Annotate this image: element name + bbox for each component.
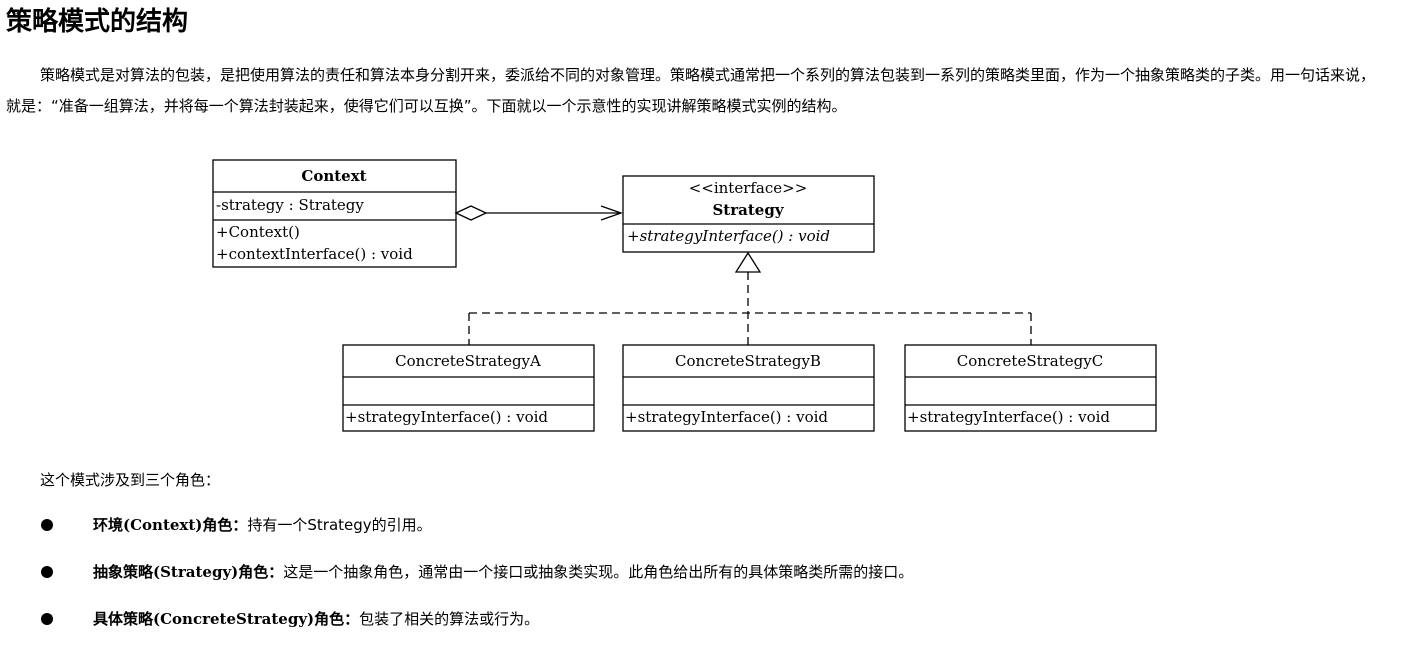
bullet-icon <box>41 613 53 625</box>
concrete-strategy-b-box: ConcreteStrategyB +strategyInterface() :… <box>622 344 875 432</box>
context-method: +contextInterface() : void <box>216 245 413 263</box>
intro-paragraph: 策略模式是对算法的包装，是把使用算法的责任和算法本身分割开来，委派给不同的对象管… <box>6 66 1376 115</box>
strategy-interface-name: Strategy <box>712 201 784 219</box>
bullet-icon <box>41 519 53 531</box>
concrete-strategy-c-box: ConcreteStrategyC +strategyInterface() :… <box>904 344 1157 432</box>
concrete-class-method: +strategyInterface() : void <box>907 408 1110 426</box>
arrowhead-icon <box>600 205 623 221</box>
role-description: 持有一个Strategy的引用。 <box>247 516 432 534</box>
role-description: 这是一个抽象角色，通常由一个接口或抽象类实现。此角色给出所有的具体策略类所需的接… <box>283 563 914 581</box>
role-text: 环境(Context)角色：持有一个Strategy的引用。 <box>93 513 432 537</box>
strategy-interface-box: <<interface>> Strategy +strategyInterfac… <box>622 175 875 253</box>
context-method: +Context() <box>216 223 300 241</box>
concrete-class-method: +strategyInterface() : void <box>625 408 828 426</box>
role-text: 抽象策略(Strategy)角色：这是一个抽象角色，通常由一个接口或抽象类实现。… <box>93 560 913 584</box>
uml-class-diagram: Context -strategy : Strategy +Context() … <box>212 159 1157 432</box>
aggregation-association <box>454 205 623 221</box>
role-name: 抽象策略(Strategy)角色： <box>93 563 284 581</box>
context-class-box: Context -strategy : Strategy +Context() … <box>212 159 457 268</box>
roles-intro: 这个模式涉及到三个角色： <box>40 471 221 489</box>
realization-connectors <box>468 251 1032 345</box>
concrete-class-name: ConcreteStrategyA <box>395 352 541 370</box>
role-name: 具体策略(ConcreteStrategy)角色： <box>93 610 360 628</box>
aggregation-diamond-icon <box>454 205 488 221</box>
context-attribute: -strategy : Strategy <box>216 196 364 214</box>
strategy-stereotype: <<interface>> <box>689 179 808 197</box>
role-description: 包装了相关的算法或行为。 <box>359 610 540 628</box>
bullet-icon <box>41 566 53 578</box>
concrete-class-name: ConcreteStrategyB <box>675 352 821 370</box>
context-class-name: Context <box>301 167 366 185</box>
concrete-strategy-a-box: ConcreteStrategyA +strategyInterface() :… <box>342 344 595 432</box>
page-title: 策略模式的结构 <box>6 7 189 37</box>
concrete-class-method: +strategyInterface() : void <box>345 408 548 426</box>
strategy-interface-method: +strategyInterface() : void <box>627 227 830 245</box>
concrete-class-name: ConcreteStrategyC <box>957 352 1103 370</box>
realization-triangle-icon <box>734 251 762 273</box>
role-name: 环境(Context)角色： <box>93 516 248 534</box>
role-text: 具体策略(ConcreteStrategy)角色：包装了相关的算法或行为。 <box>93 607 539 631</box>
